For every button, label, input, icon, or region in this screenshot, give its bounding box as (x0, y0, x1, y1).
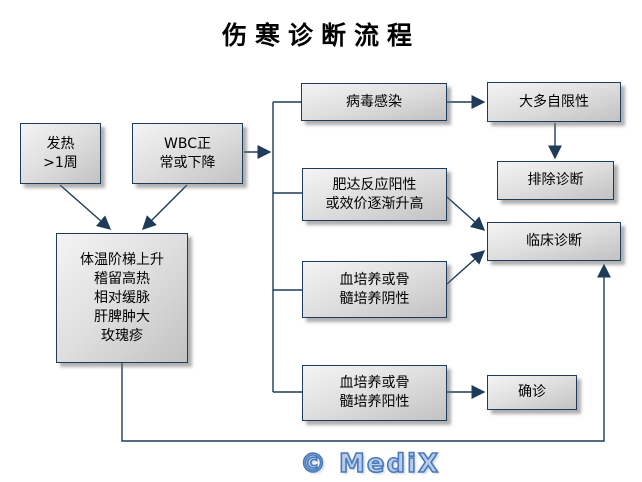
node-clinical-diagnosis: 临床诊断 (487, 222, 621, 261)
arrow-cultneg-to-clinical (446, 250, 486, 285)
node-label: 确诊 (518, 384, 546, 400)
node-exclude-diagnosis: 排除诊断 (497, 161, 614, 200)
node-label: 血培养或骨 (339, 375, 410, 391)
node-label: 髓培养阳性 (339, 394, 410, 410)
page-title: 伤寒诊断流程 (221, 21, 420, 50)
node-widal-reaction: 肥达反应阳性 或效价逐渐升高 (302, 168, 447, 221)
node-label: 稽留高热 (94, 270, 150, 287)
node-label: 玫瑰疹 (101, 327, 143, 344)
node-label: 肝脾肿大 (94, 308, 150, 325)
arrow-symptoms-to-clinical-feedback (121, 263, 611, 442)
node-symptoms: 体温阶梯上升 稽留高热 相对缓脉 肝脾肿大 玫瑰疹 (56, 233, 188, 363)
node-label: 排除诊断 (527, 172, 584, 188)
node-label: 大多自限性 (519, 93, 589, 110)
node-confirmed-diagnosis: 确诊 (487, 375, 577, 410)
arrow-wbc-to-symptoms (142, 184, 188, 230)
node-self-limiting: 大多自限性 (487, 82, 621, 122)
arrow-fever-to-symptoms (59, 184, 112, 230)
node-label: WBC正 (164, 135, 211, 152)
node-label: 常或下降 (159, 154, 216, 171)
node-culture-negative: 血培养或骨 髓培养阴性 (302, 261, 447, 318)
node-label: 体温阶梯上升 (80, 251, 164, 268)
node-label: 肥达反应阳性 (332, 176, 417, 193)
node-label: 或效价逐渐升高 (325, 195, 424, 212)
node-label: 病毒感染 (346, 93, 402, 110)
node-label: >1周 (43, 154, 78, 171)
arrow-widal-to-clinical (446, 196, 486, 231)
node-label: 髓培养阴性 (339, 290, 410, 307)
node-label: 血培养或骨 (339, 271, 410, 288)
medix-watermark: © MediX (299, 448, 441, 480)
node-label: 临床诊断 (526, 233, 582, 249)
node-wbc: WBC正 常或下降 (132, 123, 243, 184)
node-viral-infection: 病毒感染 (301, 83, 447, 121)
node-label: 相对缓脉 (94, 289, 150, 306)
node-label: 发热 (46, 135, 75, 152)
node-culture-positive: 血培养或骨 髓培养阳性 (302, 365, 447, 421)
node-fever: 发热 >1周 (20, 123, 101, 184)
